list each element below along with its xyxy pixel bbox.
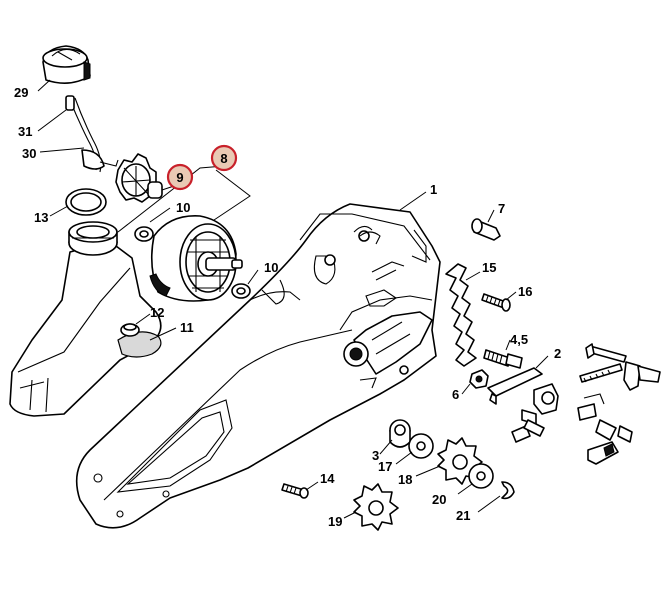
oil-pickup-part[interactable] bbox=[120, 323, 140, 337]
tensioner-slide-part[interactable] bbox=[487, 367, 543, 405]
label-10-upper[interactable]: 10 bbox=[176, 200, 190, 215]
oil-cap-part[interactable] bbox=[42, 45, 91, 84]
washer-lower-part[interactable] bbox=[231, 283, 251, 299]
callout-9-label: 9 bbox=[176, 170, 183, 185]
o-ring-part[interactable] bbox=[65, 188, 107, 216]
label-21[interactable]: 21 bbox=[456, 508, 470, 523]
washer-20-part[interactable] bbox=[468, 463, 494, 489]
retaining-strap-part[interactable] bbox=[69, 97, 119, 173]
label-30[interactable]: 30 bbox=[22, 146, 36, 161]
tensioner-assembly-part[interactable] bbox=[511, 343, 661, 465]
sprocket-19-part[interactable] bbox=[353, 483, 399, 531]
label-18[interactable]: 18 bbox=[398, 472, 412, 487]
label-6[interactable]: 6 bbox=[452, 387, 459, 402]
label-19[interactable]: 19 bbox=[328, 514, 342, 529]
label-2[interactable]: 2 bbox=[554, 346, 561, 361]
sprocket-cover-part[interactable] bbox=[75, 203, 441, 529]
label-15[interactable]: 15 bbox=[482, 260, 496, 275]
callout-9[interactable]: 9 bbox=[166, 163, 194, 191]
label-3[interactable]: 3 bbox=[372, 448, 379, 463]
clip-part[interactable] bbox=[65, 95, 75, 111]
callout-8[interactable]: 8 bbox=[210, 144, 238, 172]
spring-plate-part[interactable] bbox=[445, 263, 477, 367]
label-29[interactable]: 29 bbox=[14, 85, 28, 100]
label-16[interactable]: 16 bbox=[518, 284, 532, 299]
clutch-drum-part[interactable] bbox=[149, 215, 243, 302]
pin-part[interactable] bbox=[471, 218, 501, 241]
label-17[interactable]: 17 bbox=[378, 459, 392, 474]
washer-17-part[interactable] bbox=[408, 433, 434, 459]
label-45[interactable]: 4,5 bbox=[510, 332, 528, 347]
label-14[interactable]: 14 bbox=[320, 471, 335, 486]
label-20[interactable]: 20 bbox=[432, 492, 446, 507]
pinion-gear-part[interactable] bbox=[115, 153, 163, 203]
label-10-lower[interactable]: 10 bbox=[264, 260, 278, 275]
label-1[interactable]: 1 bbox=[430, 182, 437, 197]
screw-14-part[interactable] bbox=[281, 483, 309, 499]
bolt-45-part[interactable] bbox=[483, 349, 523, 369]
label-11[interactable]: 11 bbox=[180, 320, 194, 335]
label-13[interactable]: 13 bbox=[34, 210, 48, 225]
oil-tank-part[interactable] bbox=[9, 221, 162, 417]
washer-upper-part[interactable] bbox=[134, 226, 154, 242]
callout-8-label: 8 bbox=[220, 151, 227, 166]
needle-bearing-part[interactable] bbox=[389, 419, 411, 448]
nut-6-part[interactable] bbox=[469, 369, 489, 389]
label-31[interactable]: 31 bbox=[18, 124, 32, 139]
part-number-labels: 29 31 30 13 10 10 12 11 1 7 15 16 4,5 2 … bbox=[14, 85, 561, 529]
e-clip-part[interactable] bbox=[501, 481, 515, 500]
screw-16-part[interactable] bbox=[481, 293, 511, 312]
label-12[interactable]: 12 bbox=[150, 305, 164, 320]
label-7[interactable]: 7 bbox=[498, 201, 505, 216]
